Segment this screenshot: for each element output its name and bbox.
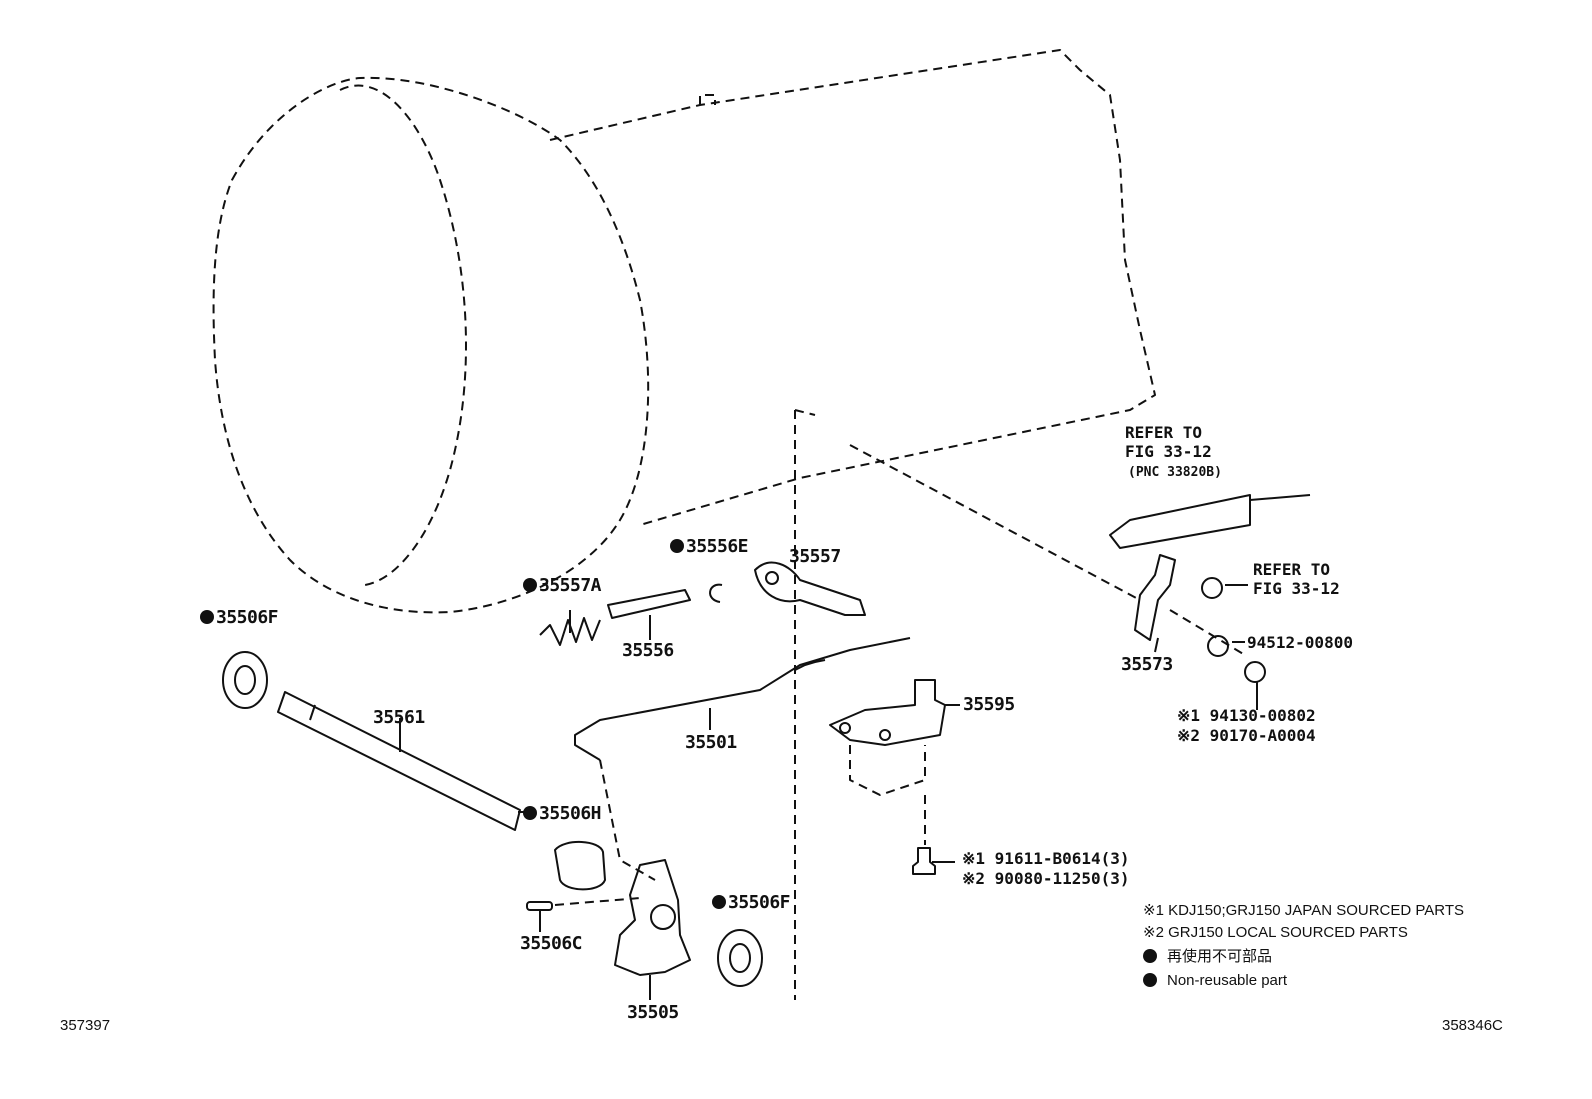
cable-ref-line2: FIG 33-12	[1125, 442, 1212, 461]
bolt	[912, 847, 936, 875]
label-35506F-top: 35506F	[200, 608, 279, 628]
illustration-code-left: 357397	[60, 1017, 111, 1034]
label-35506H: 35506H	[523, 804, 602, 824]
nonreusable-dot-icon	[523, 578, 537, 592]
nut-ref-line2: FIG 33-12	[1253, 579, 1340, 598]
label-35506F-bottom: 35506F	[712, 893, 791, 913]
nonreusable-dot-icon	[1143, 973, 1157, 987]
manual-shaft	[277, 691, 521, 831]
label-35556E: 35556E	[670, 537, 749, 557]
label-35595: 35595	[963, 694, 1015, 715]
label-35506C: 35506C	[520, 933, 583, 954]
lever	[754, 561, 866, 616]
detent-plate	[614, 859, 691, 976]
legend-note-1: ※1 KDJ150;GRJ150 JAPAN SOURCED PARTS	[1143, 902, 1465, 919]
nonreusable-dot-icon	[670, 539, 684, 553]
control-cable	[574, 637, 911, 761]
bell-housing-flange	[212, 76, 650, 614]
torsion-spring	[539, 617, 601, 646]
bolt-part-number-2: ※2 90080-11250(3)	[962, 869, 1130, 888]
nut-ref-line1: REFER TO	[1253, 560, 1331, 579]
nut-part-number-2: ※2 90170-A0004	[1177, 726, 1316, 745]
legend-note-2: ※2 GRJ150 LOCAL SOURCED PARTS	[1143, 924, 1408, 941]
label-35501: 35501	[685, 732, 737, 753]
cable-ref-line3: (PNC 33820B)	[1128, 465, 1222, 480]
bush	[554, 841, 606, 891]
legend-nonreusable-en: Non-reusable part	[1143, 970, 1287, 992]
legend-nonreusable-jp: 再使用不可部品	[1143, 946, 1272, 968]
label-35557A: 35557A	[523, 576, 602, 596]
illustration-code-right: 358346C	[1442, 1017, 1503, 1034]
nonreusable-dot-icon	[200, 610, 214, 624]
label-35561: 35561	[373, 707, 425, 728]
nonreusable-dot-icon	[712, 895, 726, 909]
label-35556: 35556	[622, 640, 674, 661]
bracket-axis-line	[849, 444, 1141, 601]
label-35573: 35573	[1121, 654, 1173, 675]
nonreusable-dot-icon	[1143, 949, 1157, 963]
cable-bracket	[829, 679, 946, 746]
cable-ref-line1: REFER TO	[1125, 423, 1203, 442]
label-35557: 35557	[789, 546, 841, 567]
nut-part-number-1: ※1 94130-00802	[1177, 706, 1316, 725]
bolt-part-number-1: ※1 91611-B0614(3)	[962, 849, 1130, 868]
washer-part-number: 94512-00800	[1247, 633, 1353, 652]
pin	[607, 589, 691, 619]
bell-housing-inner	[339, 84, 467, 586]
cable-bracket-35573	[1134, 554, 1176, 641]
transmission-case	[549, 49, 1156, 526]
label-35505: 35505	[627, 1002, 679, 1023]
nonreusable-dot-icon	[523, 806, 537, 820]
